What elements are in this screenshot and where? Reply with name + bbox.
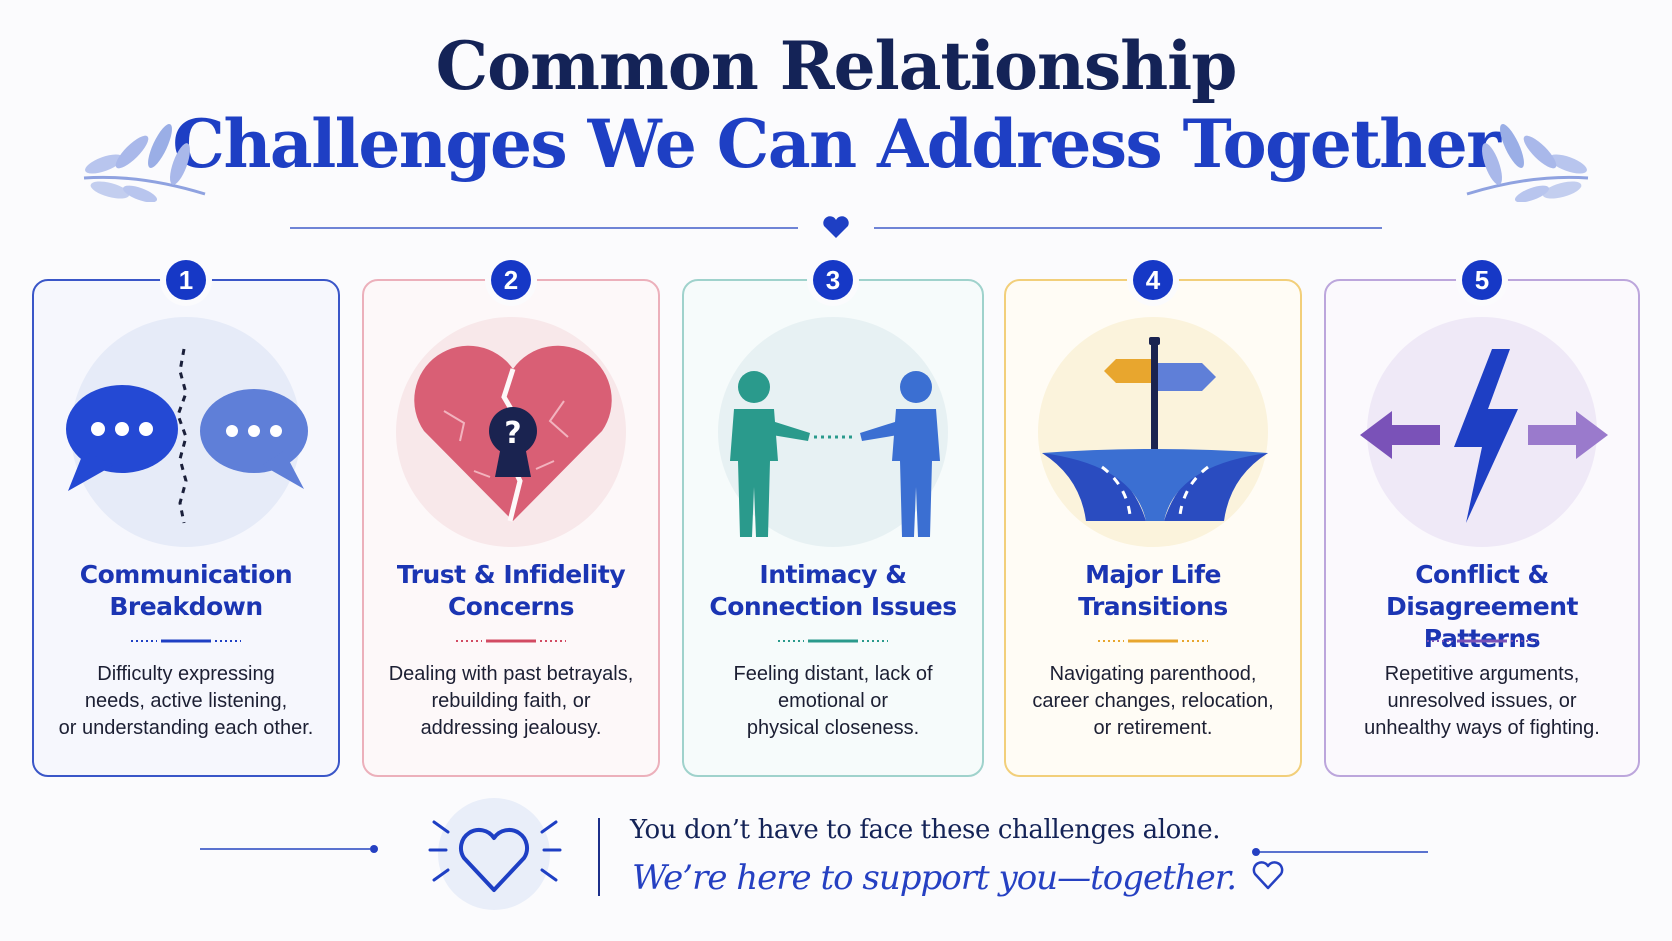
card-description: Repetitive arguments, unresolved issues,…	[1336, 661, 1628, 742]
title-line-2: Challenges We Can Address Together	[172, 105, 1501, 183]
card-description-line: unresolved issues, or	[1387, 690, 1577, 712]
challenge-card-conflict: 5 Conflict & Disagreement Patterns Repet…	[1324, 260, 1640, 777]
title-line-1: Common Relationship	[435, 27, 1238, 105]
broken-heart-keyhole-icon: ?	[414, 345, 612, 522]
card-description-line: or understanding each other.	[58, 717, 314, 739]
challenge-card-communication: 1 Communication Breakdown Difficulty exp…	[32, 260, 340, 777]
title-divider	[290, 216, 1382, 238]
card-title-line: Intimacy &	[759, 560, 907, 589]
page-title: Common Relationship Challenges We Can Ad…	[0, 28, 1672, 184]
leaf-branch-right-icon	[1466, 124, 1589, 202]
card-title-line: Disagreement Patterns	[1386, 592, 1578, 653]
card-separator	[456, 639, 566, 643]
card-number-badge: 2	[491, 260, 531, 300]
card-description-line: rebuilding faith, or	[431, 690, 591, 712]
card-title-line: Connection Issues	[709, 592, 957, 621]
card-description-line: Feeling distant, lack of	[733, 663, 933, 685]
footer-message: You don’t have to face these challenges …	[630, 815, 1221, 845]
card-title: Intimacy & Connection Issues	[692, 559, 974, 623]
card-number-badge: 5	[1462, 260, 1502, 300]
card-description-line: needs, active listening,	[84, 690, 288, 712]
heart-outline-icon	[428, 798, 562, 910]
card-title-line: Transitions	[1078, 592, 1228, 621]
footer-dot-right	[1252, 848, 1260, 856]
challenge-card-trust: 2 ? Trust & Infidelity Concerns Dealing …	[362, 260, 660, 777]
speech-bubbles-icon	[66, 348, 308, 524]
card-title: Trust & Infidelity Concerns	[372, 559, 650, 623]
card-title: Major Life Transitions	[1014, 559, 1292, 623]
footer-line-right	[1258, 851, 1428, 853]
footer-separator	[598, 818, 600, 896]
card-title: Communication Breakdown	[42, 559, 330, 623]
small-heart-outline-icon	[1252, 861, 1284, 890]
card-description-line: Repetitive arguments,	[1384, 663, 1580, 685]
card-number-badge: 1	[166, 260, 206, 300]
card-description: Navigating parenthood, career changes, r…	[1016, 661, 1290, 742]
card-description: Difficulty expressing needs, active list…	[44, 661, 328, 742]
card-description-line: physical closeness.	[746, 717, 920, 739]
two-people-reaching-icon	[730, 371, 940, 537]
card-description-line: or retirement.	[1093, 717, 1213, 739]
card-description: Feeling distant, lack of emotional or ph…	[694, 661, 972, 742]
card-description-line: Difficulty expressing	[97, 663, 275, 685]
card-title-line: Breakdown	[109, 592, 263, 621]
crossroads-signpost-icon	[1042, 337, 1268, 521]
card-title-line: Communication	[79, 560, 293, 589]
card-description: Dealing with past betrayals, rebuilding …	[374, 661, 648, 742]
card-separator	[131, 639, 241, 643]
card-description-line: Dealing with past betrayals,	[388, 663, 634, 685]
challenge-card-intimacy: 3 Intimacy & Connection Issues Feeling d…	[682, 260, 984, 777]
card-description-line: career changes, relocation,	[1032, 690, 1274, 712]
footer-line-left	[200, 848, 370, 850]
challenge-card-life-transitions: 4 Major Life Transitions Navigating pare…	[1004, 260, 1302, 777]
card-separator	[1427, 639, 1537, 643]
card-description-line: addressing jealousy.	[420, 717, 602, 739]
card-separator	[778, 639, 888, 643]
card-number-badge: 4	[1133, 260, 1173, 300]
card-number-badge: 3	[813, 260, 853, 300]
leaf-branch-left-icon	[83, 124, 206, 202]
card-title-line: Trust & Infidelity	[396, 560, 626, 589]
svg-text:?: ?	[504, 416, 521, 451]
card-title-line: Major Life	[1085, 560, 1221, 589]
card-description-line: Navigating parenthood,	[1049, 663, 1257, 685]
card-description-line: unhealthy ways of fighting.	[1364, 717, 1600, 739]
card-title-line: Conflict &	[1415, 560, 1549, 589]
heart-icon	[823, 216, 849, 238]
footer-dot-left	[370, 845, 378, 853]
footer-tagline: We’re here to support you—together.	[632, 858, 1286, 898]
card-title: Conflict & Disagreement Patterns	[1334, 559, 1630, 655]
footer-tagline-text: We’re here to support you—together.	[632, 858, 1237, 898]
card-title-line: Concerns	[447, 592, 575, 621]
lightning-arrows-icon	[1360, 349, 1608, 523]
card-separator	[1098, 639, 1208, 643]
card-description-line: emotional or	[777, 690, 889, 712]
